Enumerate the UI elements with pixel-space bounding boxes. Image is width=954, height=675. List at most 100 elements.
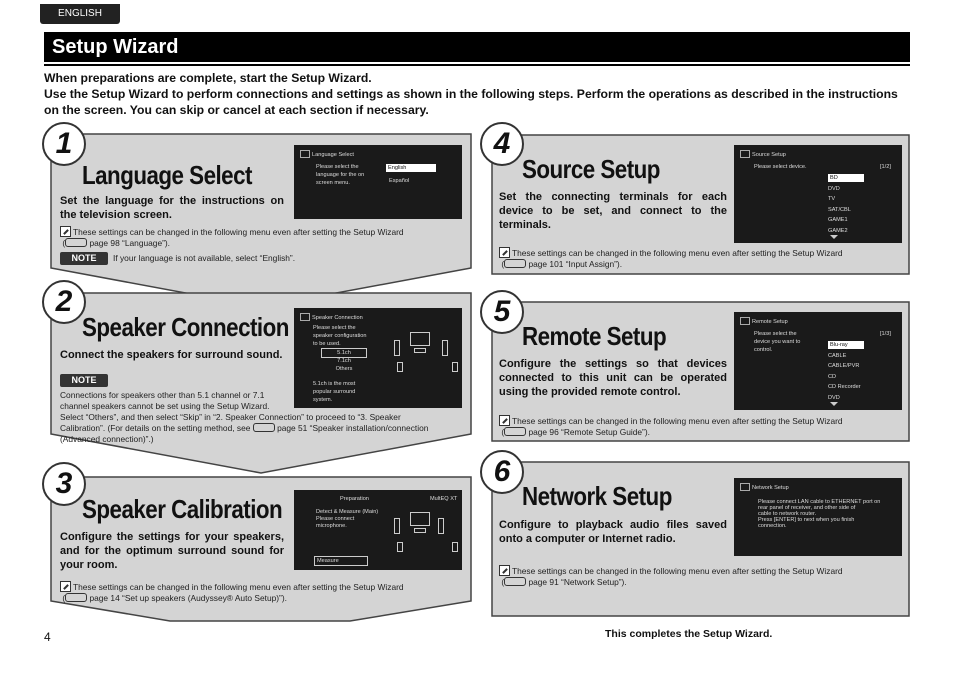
front-left-speaker-icon bbox=[394, 518, 400, 534]
denon-logo-icon bbox=[300, 150, 310, 158]
screen-header: Remote Setup bbox=[752, 319, 788, 325]
denon-logo-icon bbox=[740, 317, 750, 325]
page-reference-icon bbox=[504, 259, 527, 268]
step-number-6: 6 bbox=[480, 450, 524, 494]
surround-right-speaker-icon bbox=[452, 542, 458, 552]
screen-prompt-line: rear panel of receiver, and other side o… bbox=[758, 505, 856, 511]
screen-option: DVD bbox=[828, 185, 840, 192]
step-description-3: Configure the settings for your speakers… bbox=[60, 531, 284, 571]
surround-left-speaker-icon bbox=[397, 542, 403, 552]
step-note-1: These settings can be changed in the fol… bbox=[60, 226, 404, 248]
screen-prompt-line: connection. bbox=[758, 523, 787, 529]
scroll-down-icon bbox=[830, 235, 838, 239]
note-extra-2: Connections for speakers other than 5.1 … bbox=[60, 390, 300, 412]
screen-prompt-line: Please select the bbox=[313, 325, 356, 331]
step-title-6: Network Setup bbox=[522, 481, 672, 511]
section-title: Setup Wizard bbox=[44, 32, 910, 62]
step-title-1: Language Select bbox=[82, 160, 252, 190]
intro-text: When preparations are complete, start th… bbox=[44, 70, 914, 118]
screen-option: GAME2 bbox=[828, 227, 848, 234]
screen-option: SAT/CBL bbox=[828, 206, 851, 213]
screen-header: Source Setup bbox=[752, 152, 786, 158]
screen-page-indicator: [1/3] bbox=[880, 331, 891, 337]
screen-footer-line: 5.1ch is the most bbox=[313, 381, 356, 387]
step-description-4: Set the connecting terminals for each de… bbox=[499, 191, 727, 231]
page-reference-icon bbox=[65, 238, 88, 247]
note-pencil-icon bbox=[499, 415, 510, 426]
screen-header: Network Setup bbox=[752, 485, 789, 491]
screen-prompt-line: device you want to bbox=[754, 339, 801, 345]
screen-header-right: MultEQ XT bbox=[430, 496, 458, 502]
screen-prompt-line: to be used. bbox=[313, 341, 341, 347]
screen-option: GAME1 bbox=[828, 217, 848, 223]
denon-logo-icon bbox=[300, 313, 310, 321]
step-description-5: Configure the settings so that devices c… bbox=[499, 358, 727, 398]
step-title-4: Source Setup bbox=[522, 154, 660, 184]
screen-option-5-1ch: 5.1ch bbox=[321, 348, 367, 358]
tv-icon bbox=[410, 512, 430, 526]
screen-option-english: English bbox=[386, 164, 436, 172]
screen-header: Language Select bbox=[312, 152, 354, 158]
screen-option: TV bbox=[828, 196, 836, 202]
step-note-5: These settings can be changed in the fol… bbox=[499, 415, 843, 437]
screen-prompt-line: cable to network router. bbox=[758, 511, 817, 517]
surround-left-speaker-icon bbox=[397, 362, 403, 372]
screen-measure-button: Measure bbox=[314, 556, 368, 566]
screen-prompt-line: Please select the bbox=[754, 331, 797, 337]
page-reference-icon bbox=[65, 593, 88, 602]
screen-option: CABLE/PVR bbox=[828, 363, 860, 369]
front-right-speaker-icon bbox=[442, 340, 448, 356]
note-line: channel speakers cannot be set using the… bbox=[60, 401, 270, 411]
screen-option: CD bbox=[828, 373, 837, 380]
step-number-3: 3 bbox=[42, 462, 86, 506]
page-reference-icon bbox=[504, 427, 527, 436]
tv-icon bbox=[410, 332, 430, 346]
screen-option-7-1ch: 7.1ch bbox=[337, 358, 351, 364]
note-line: Calibration”. (For details on the settin… bbox=[60, 423, 251, 433]
screen-header: Preparation bbox=[340, 496, 369, 502]
step-description-6: Configure to playback audio files saved … bbox=[499, 519, 727, 545]
note-reference: page 91 “Network Setup”). bbox=[528, 577, 627, 587]
screen-prompt-line: screen menu. bbox=[316, 180, 350, 186]
title-rule bbox=[44, 64, 910, 66]
page-reference-icon bbox=[252, 423, 275, 432]
denon-logo-icon bbox=[740, 150, 750, 158]
step-title-3: Speaker Calibration bbox=[82, 494, 283, 524]
step-title-2: Speaker Connection bbox=[82, 312, 289, 342]
screen-option: Blu-ray bbox=[828, 341, 864, 349]
note-badge-1: NOTE bbox=[60, 252, 108, 265]
scroll-down-icon bbox=[830, 402, 838, 406]
note-pencil-icon bbox=[499, 247, 510, 258]
screen-footer-line: popular surround bbox=[313, 389, 356, 395]
note-line: Connections for speakers other than 5.1 … bbox=[60, 390, 265, 400]
note-pencil-icon bbox=[60, 226, 71, 237]
step-note-6: These settings can be changed in the fol… bbox=[499, 565, 843, 587]
screen-page-indicator: [1/2] bbox=[880, 164, 891, 170]
screen-option: CABLE bbox=[828, 352, 847, 359]
screen-prompt-line: language for the on bbox=[316, 172, 365, 178]
note-reference: page 98 “Language”). bbox=[89, 238, 171, 248]
remote-setup-screen: Remote Setup Please select the device yo… bbox=[734, 312, 902, 410]
page-number: 4 bbox=[44, 630, 51, 644]
screen-prompt-line: Please connect LAN cable to ETHERNET por… bbox=[758, 499, 881, 505]
center-speaker-icon bbox=[414, 348, 426, 353]
screen-option-espanol: Español bbox=[389, 178, 410, 184]
note-line: These settings can be changed in the fol… bbox=[512, 566, 843, 576]
note-line: These settings can be changed in the fol… bbox=[512, 248, 843, 258]
screen-option: BD bbox=[828, 174, 864, 182]
note-line: These settings can be changed in the fol… bbox=[73, 582, 404, 592]
language-select-screen: Language Select Please select the langua… bbox=[294, 145, 462, 219]
note-line: These settings can be changed in the fol… bbox=[73, 227, 404, 237]
note-pencil-icon bbox=[60, 581, 71, 592]
note-reference: page 96 “Remote Setup Guide”). bbox=[528, 427, 650, 437]
screen-option-others: Others bbox=[335, 366, 353, 372]
source-setup-screen: Source Setup Please select device. [1/2]… bbox=[734, 145, 902, 243]
note-line: Select “Others”, and then select “Skip” … bbox=[60, 412, 401, 422]
step-note-3: These settings can be changed in the fol… bbox=[60, 581, 404, 603]
screen-prompt: Please select device. bbox=[754, 164, 807, 170]
step-description-2: Connect the speakers for surround sound. bbox=[60, 349, 283, 361]
step-number-5: 5 bbox=[480, 290, 524, 334]
screen-prompt-line: Please connect bbox=[316, 516, 355, 522]
note-badge-2: NOTE bbox=[60, 374, 108, 387]
step-title-5: Remote Setup bbox=[522, 321, 667, 351]
